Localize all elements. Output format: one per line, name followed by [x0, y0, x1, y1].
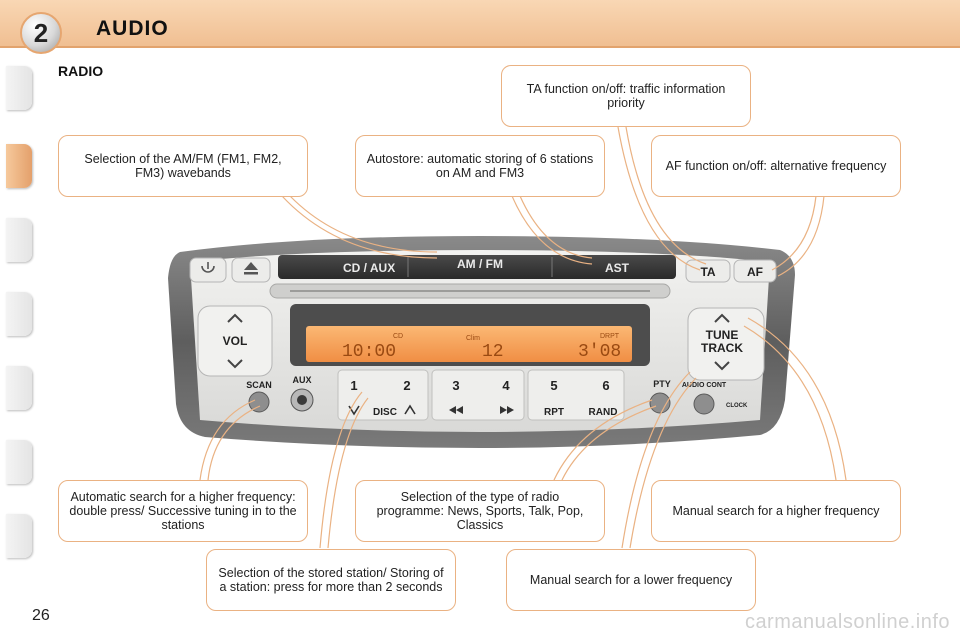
am-fm-button[interactable]: AM / FM	[457, 257, 503, 271]
callout-scan-search: Automatic search for a higher frequency:…	[58, 480, 308, 542]
rand-label: RAND	[589, 407, 618, 418]
side-tab-5[interactable]	[6, 366, 32, 410]
section-title: RADIO	[58, 63, 104, 79]
chapter-side-tabs	[0, 66, 34, 576]
rpt-label: RPT	[544, 407, 564, 418]
preset-5-label: 5	[550, 378, 557, 393]
side-tab-2-active[interactable]	[6, 144, 32, 188]
display-screen	[306, 326, 632, 362]
page-number: 26	[32, 607, 50, 624]
chapter-header-bar	[0, 0, 960, 48]
watermark: carmanualsonline.info	[744, 611, 950, 633]
display-time: 10:00	[342, 342, 396, 362]
ta-button[interactable]	[685, 259, 731, 283]
callout-autostore: Autostore: automatic storing of 6 statio…	[355, 135, 605, 197]
side-tab-4[interactable]	[6, 292, 32, 336]
tune-down-icon	[714, 361, 730, 371]
vol-label: VOL	[223, 334, 248, 348]
disc-label: DISC	[373, 407, 397, 418]
pty-button[interactable]	[649, 392, 671, 414]
audio-cont-label: AUDIO CONT	[682, 382, 727, 389]
callout-stored-station: Selection of the stored station/ Storing…	[206, 549, 456, 611]
preset-6-label: 6	[602, 378, 609, 393]
volume-up-icon	[227, 313, 243, 323]
side-tab-7[interactable]	[6, 514, 32, 558]
preset-1-label: 1	[350, 378, 357, 393]
preset-4-label: 4	[502, 378, 510, 393]
display-elapsed: 3'08	[578, 342, 621, 362]
chapter-number-badge: 2	[20, 12, 62, 54]
preset-3-label: 3	[452, 378, 459, 393]
tune-label: TUNE	[706, 328, 739, 342]
preset-5-6-button[interactable]	[527, 369, 625, 421]
fast-forward-icon	[500, 406, 514, 414]
af-label: AF	[747, 265, 763, 279]
aux-label: AUX	[292, 375, 311, 385]
scan-button[interactable]	[248, 391, 270, 413]
chapter-title: AUDIO	[96, 17, 169, 40]
side-tab-3[interactable]	[6, 218, 32, 262]
rewind-icon	[449, 406, 463, 414]
cd-aux-button[interactable]: CD / AUX	[343, 261, 395, 275]
display-clim-indicator: Clim	[466, 335, 480, 342]
track-label: TRACK	[701, 341, 743, 355]
pty-label: PTY	[653, 379, 671, 389]
callout-manual-search-lower: Manual search for a lower frequency	[506, 549, 756, 611]
callout-ta-function: TA function on/off: traffic information …	[501, 65, 751, 127]
power-icon	[201, 262, 215, 273]
volume-down-icon	[227, 359, 243, 369]
tune-up-icon	[714, 313, 730, 323]
audio-control-knob[interactable]	[693, 393, 715, 415]
volume-rocker[interactable]	[197, 305, 273, 377]
display-drpt-indicator: DRPT	[600, 333, 620, 340]
side-tab-6[interactable]	[6, 440, 32, 484]
preset-1-2-button[interactable]	[337, 369, 429, 421]
side-tab-1[interactable]	[6, 66, 32, 110]
ast-button[interactable]: AST	[605, 261, 630, 275]
leader-lines	[199, 126, 847, 549]
callout-af-function: AF function on/off: alternative frequenc…	[651, 135, 901, 197]
display-cd-indicator: CD	[393, 333, 403, 340]
display-track: 12	[482, 342, 504, 362]
af-button[interactable]	[733, 259, 777, 283]
preset-3-4-button[interactable]	[431, 369, 525, 421]
scan-label: SCAN	[246, 380, 272, 390]
power-button[interactable]	[189, 257, 227, 283]
clock-label: CLOCK	[726, 403, 748, 409]
callout-waveband-selection: Selection of the AM/FM (FM1, FM2, FM3) w…	[58, 135, 308, 197]
callout-manual-search-higher: Manual search for a higher frequency	[651, 480, 901, 542]
disc-up-icon	[404, 404, 416, 415]
ta-label: TA	[700, 265, 715, 279]
eject-icon	[244, 262, 258, 275]
callout-pty-selection: Selection of the type of radio programme…	[355, 480, 605, 542]
preset-2-label: 2	[403, 378, 410, 393]
